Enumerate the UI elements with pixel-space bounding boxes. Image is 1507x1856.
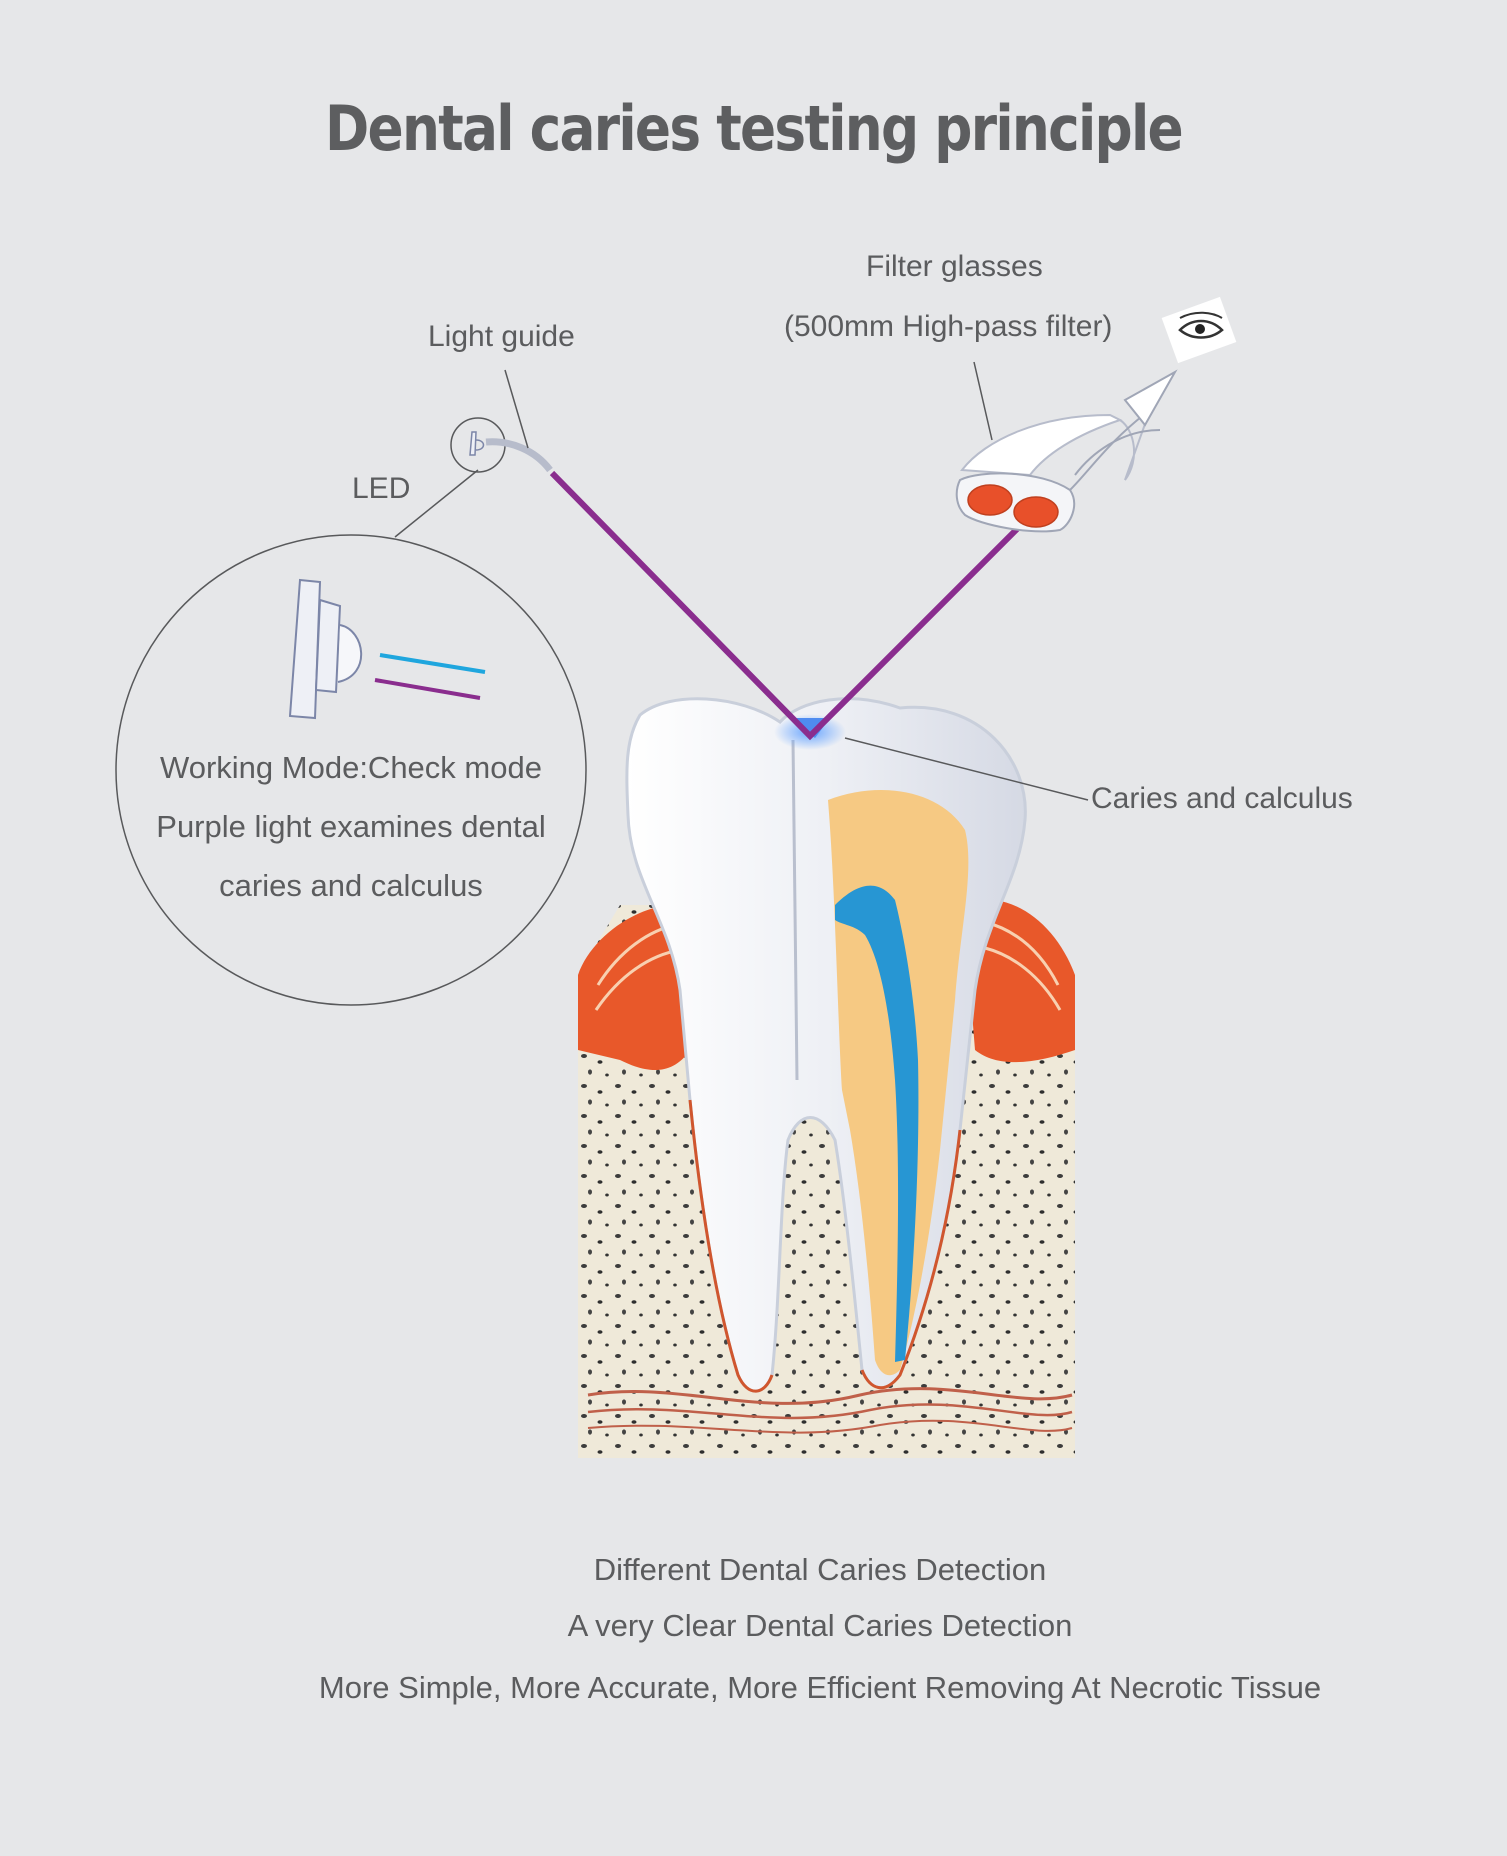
purple-light-text: Purple light examines dental [156,809,546,844]
led-icon [288,578,363,720]
caries-label: Caries and calculus [1091,782,1353,815]
working-mode-text: Working Mode:Check mode [160,750,542,785]
footer-line-3: More Simple, More Accurate, More Efficie… [318,1670,1322,1705]
blue-light-ray [379,653,486,674]
footer-line-1: Different Dental Caries Detection [593,1552,1047,1587]
page-title: Dental caries testing principle [324,92,1184,165]
eye-icon [1161,296,1237,364]
caries-pointer-line [844,737,1089,801]
tooth-icon [625,697,1027,1393]
footer-line-2: A very Clear Dental Caries Detection [567,1608,1073,1643]
caries-calculus-text: caries and calculus [219,868,483,903]
led-detail-circle [115,469,587,1006]
led-label: LED [352,472,411,505]
purple-beam [549,470,1039,741]
glasses-icon [955,361,1178,533]
light-guide-tip [450,369,553,473]
purple-light-ray [374,678,481,700]
filter-glasses-label: Filter glasses [866,250,1043,283]
light-guide-label: Light guide [428,320,575,353]
filter-spec-label: (500mm High-pass filter) [784,310,1113,343]
